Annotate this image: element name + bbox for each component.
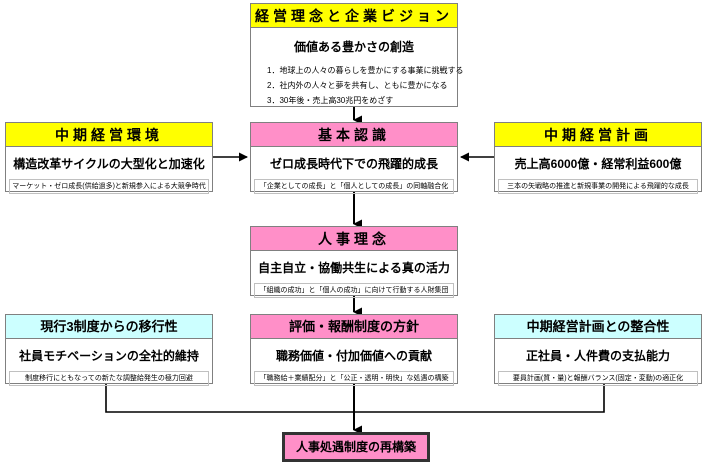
box-basic-recognition-header: 基本認識	[251, 123, 457, 147]
box-midterm-environment[interactable]: 中期経営環境 構造改革サイクルの大型化と加速化 マーケット・ゼロ成長(供給過多)…	[5, 122, 213, 194]
box-consistency-lead: 正社員・人件費の支払能力	[525, 349, 670, 363]
box-hr-philosophy-body: 自主自立・協働共生による真の活力 「組織の成功」と「個人の成功」に向けて行動する…	[251, 251, 457, 298]
vision-bullet-3: 3．30年後・売上高30兆円をめざす	[267, 96, 394, 105]
box-midterm-plan-body: 売上高6000億・経常利益600億 三本の矢戦略の推進と新規事業の開発による飛躍…	[495, 147, 701, 194]
vision-bullet-1: 1．地球上の人々の暮らしを豊かにする事業に挑戦する	[267, 66, 464, 75]
box-final-conclusion[interactable]: 人事処遇制度の再構築	[282, 432, 430, 462]
box-midterm-environment-body: 構造改革サイクルの大型化と加速化 マーケット・ゼロ成長(供給過多)と新規参入によ…	[6, 147, 212, 194]
box-midterm-environment-note: マーケット・ゼロ成長(供給過多)と新規参入による大競争時代	[9, 179, 209, 194]
box-corporate-vision-bullets: 1．地球上の人々の暮らしを豊かにする事業に挑戦する 2．社内外の人々と夢を共有し…	[251, 55, 464, 108]
box-corporate-vision-body: 価値ある豊かさの創造 1．地球上の人々の暮らしを豊かにする事業に挑戦する 2．社…	[251, 28, 464, 108]
box-transition-note: 制度移行にともなっての新たな調整給発生の極力回避	[9, 371, 209, 386]
box-corporate-vision-lead: 価値ある豊かさの創造	[293, 40, 414, 54]
box-corporate-vision[interactable]: 経営理念と企業ビジョン 価値ある豊かさの創造 1．地球上の人々の暮らしを豊かにす…	[250, 3, 464, 108]
box-basic-recognition-note: 「企業としての成長」と「個人としての成長」の同軸融合化	[254, 179, 454, 194]
box-midterm-plan-note: 三本の矢戦略の推進と新規事業の開発による飛躍的な成長	[498, 179, 698, 194]
box-transition-from-current-systems[interactable]: 現行3制度からの移行性 社員モチベーションの全社的維持 制度移行にともなっての新…	[5, 314, 213, 386]
box-midterm-environment-header: 中期経営環境	[6, 123, 212, 147]
box-midterm-plan[interactable]: 中期経営計画 売上高6000億・経常利益600億 三本の矢戦略の推進と新規事業の…	[494, 122, 702, 194]
box-evaluation-reward-policy-body: 職務価値・付加価値への貢献 「職務給＋業績配分」と「公正・透明・明快」な処遇の構…	[251, 339, 457, 386]
box-midterm-plan-header: 中期経営計画	[495, 123, 701, 147]
box-midterm-environment-lead: 構造改革サイクルの大型化と加速化	[13, 157, 205, 171]
box-corporate-vision-header: 経営理念と企業ビジョン	[251, 4, 457, 28]
box-hr-philosophy-note: 「組織の成功」と「個人の成功」に向けて行動する人財集団	[254, 283, 454, 298]
box-hr-philosophy-lead: 自主自立・協働共生による真の活力	[258, 261, 450, 275]
box-transition-body: 社員モチベーションの全社的維持 制度移行にともなっての新たな調整給発生の極力回避	[6, 339, 212, 386]
box-evaluation-reward-policy-header: 評価・報酬制度の方針	[251, 315, 457, 339]
box-basic-recognition[interactable]: 基本認識 ゼロ成長時代下での飛躍的成長 「企業としての成長」と「個人としての成長…	[250, 122, 458, 194]
box-consistency-with-midterm-plan[interactable]: 中期経営計画との整合性 正社員・人件費の支払能力 要員計画(質・量)と報酬バラン…	[494, 314, 702, 386]
vision-bullet-2: 2．社内外の人々と夢を共有し、ともに豊かになる	[267, 81, 448, 90]
box-evaluation-reward-policy-note: 「職務給＋業績配分」と「公正・透明・明快」な処遇の構築	[254, 371, 454, 386]
box-evaluation-reward-policy[interactable]: 評価・報酬制度の方針 職務価値・付加価値への貢献 「職務給＋業績配分」と「公正・…	[250, 314, 458, 386]
box-basic-recognition-body: ゼロ成長時代下での飛躍的成長 「企業としての成長」と「個人としての成長」の同軸融…	[251, 147, 457, 194]
box-evaluation-reward-policy-lead: 職務価値・付加価値への貢献	[275, 349, 432, 363]
box-midterm-plan-lead: 売上高6000億・経常利益600億	[514, 157, 682, 171]
box-hr-philosophy-header: 人事理念	[251, 227, 457, 251]
box-consistency-header: 中期経営計画との整合性	[495, 315, 701, 339]
box-transition-header: 現行3制度からの移行性	[6, 315, 212, 339]
box-consistency-note: 要員計画(質・量)と報酬バランス(固定・変動)の適正化	[498, 371, 698, 386]
box-hr-philosophy[interactable]: 人事理念 自主自立・協働共生による真の活力 「組織の成功」と「個人の成功」に向け…	[250, 226, 458, 298]
box-basic-recognition-lead: ゼロ成長時代下での飛躍的成長	[269, 157, 438, 171]
box-transition-lead: 社員モチベーションの全社的維持	[19, 349, 199, 363]
box-final-conclusion-label: 人事処遇制度の再構築	[295, 440, 416, 454]
box-consistency-body: 正社員・人件費の支払能力 要員計画(質・量)と報酬バランス(固定・変動)の適正化	[495, 339, 701, 386]
